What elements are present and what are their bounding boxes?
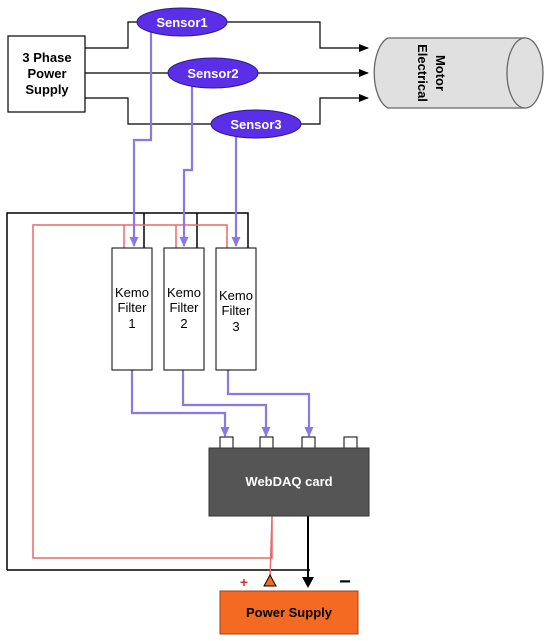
positive-terminal-icon [263, 573, 277, 587]
sensor-3: Sensor3 [210, 109, 302, 139]
sensor-1: Sensor1 [136, 7, 228, 37]
outer-ground-frame [6, 212, 310, 571]
kemo-filter-2-line3: 2 [180, 316, 187, 331]
kemo-filter-3-line3: 3 [232, 319, 239, 334]
kemo-filter-2: Kemo Filter 2 [163, 247, 205, 371]
three-phase-supply: 3 Phase Power Supply [7, 35, 86, 113]
kemo-filter-2-line1: Kemo [167, 285, 201, 300]
sensor-2-label: Sensor2 [187, 66, 238, 81]
kemo-filter-1-line2: Filter [118, 300, 148, 315]
kemo-filter-1-line1: Kemo [115, 285, 149, 300]
three-phase-line3: Supply [25, 82, 69, 97]
motor-label-line2: Motor [433, 55, 448, 91]
minus-sign: − [339, 571, 351, 593]
motor-label-line1: Electrical [415, 44, 430, 102]
dc-power-supply: + − Power Supply [219, 571, 359, 635]
kemo-filter-3: Kemo Filter 3 [215, 247, 257, 371]
daq-port-1 [219, 436, 234, 449]
three-phase-line1: 3 Phase [22, 50, 71, 65]
power-supply-label: Power Supply [246, 605, 333, 620]
daq-port-4 [343, 436, 358, 449]
kemo-filter-3-line1: Kemo [219, 288, 253, 303]
kemo-filter-1-line3: 1 [128, 316, 135, 331]
sensor-2: Sensor2 [167, 57, 259, 89]
plus-sign: + [240, 574, 248, 590]
three-phase-line2: Power [27, 66, 66, 81]
daq-port-3 [301, 436, 316, 449]
sensor-3-label: Sensor3 [230, 117, 281, 132]
webdaq-label: WebDAQ card [245, 474, 332, 489]
kemo-filter-2-line2: Filter [170, 300, 200, 315]
electrical-motor: Electrical Motor [373, 37, 544, 109]
webdaq-card: WebDAQ card [208, 436, 370, 517]
black-negative-wire [302, 516, 314, 588]
daq-port-2 [259, 436, 274, 449]
kemo-filter-1: Kemo Filter 1 [111, 247, 153, 371]
signal-wires [129, 30, 314, 437]
kemo-filter-3-line2: Filter [222, 303, 252, 318]
sensor-1-label: Sensor1 [156, 15, 207, 30]
